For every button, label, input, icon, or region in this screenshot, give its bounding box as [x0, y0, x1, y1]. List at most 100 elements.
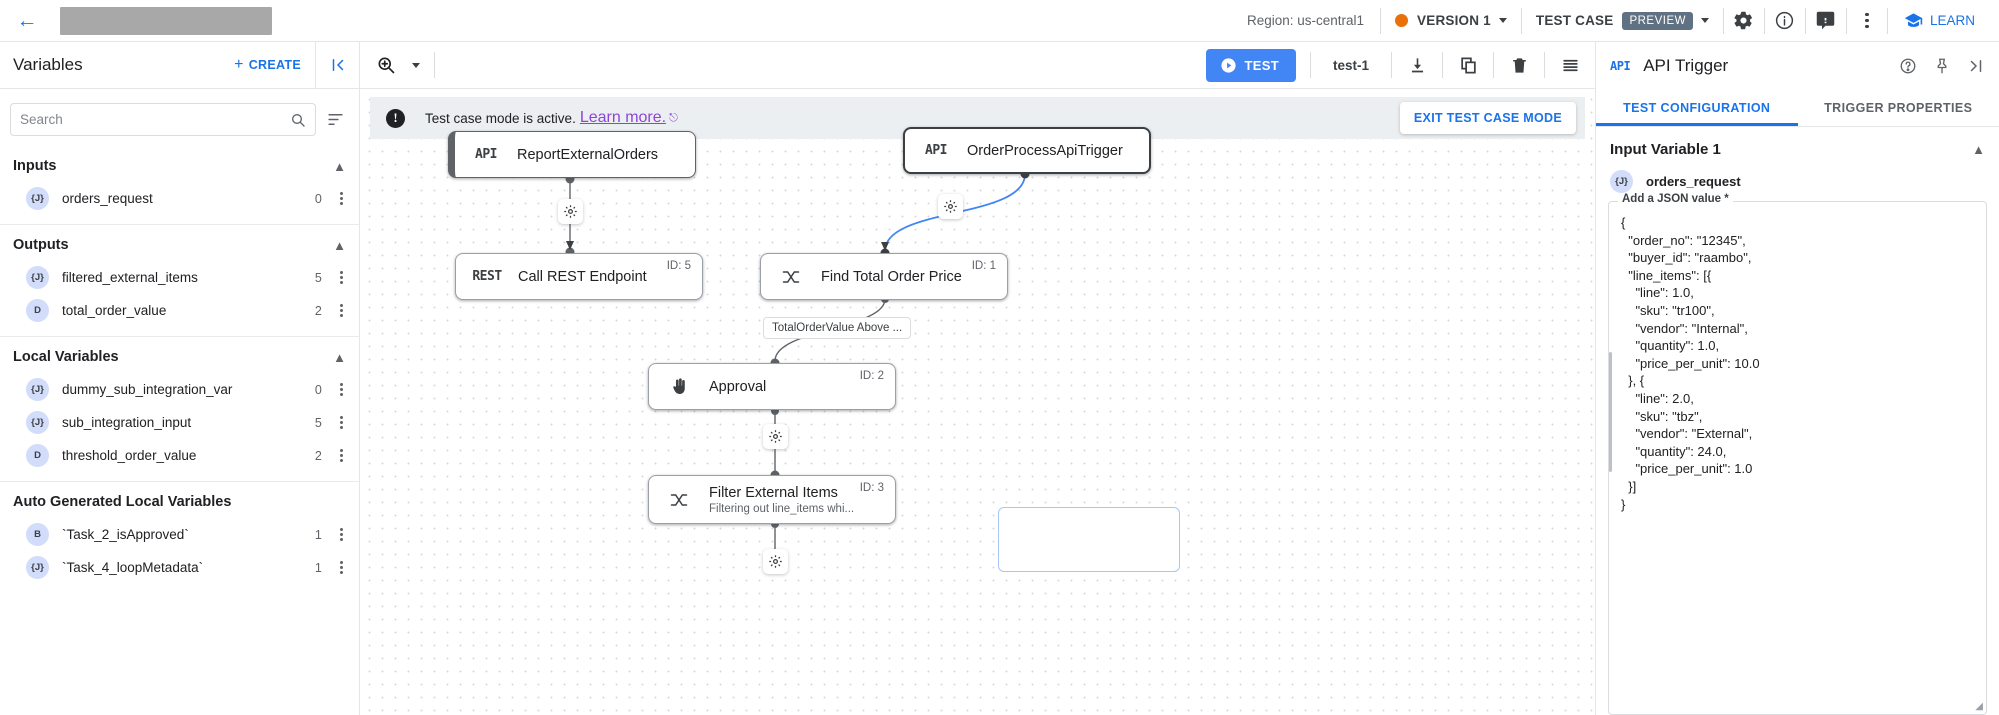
variables-list[interactable]: Inputs ▲ {J} orders_request 0 Outputs — [0, 146, 359, 715]
transform-icon — [649, 490, 709, 510]
test-case-name[interactable]: test-1 — [1332, 57, 1369, 73]
info-button[interactable] — [1765, 0, 1805, 42]
gear-icon — [944, 200, 957, 213]
list-item[interactable]: B `Task_2_isApproved` 1 — [0, 518, 359, 551]
row-menu-icon[interactable] — [334, 301, 349, 321]
workflow-canvas[interactable]: ! Test case mode is active. Learn more. … — [360, 89, 1595, 715]
node-id-label: ID: 5 — [666, 260, 691, 272]
toolbar-divider — [1391, 52, 1392, 78]
input-variable-section-header[interactable]: Input Variable 1 ▲ — [1596, 127, 1999, 164]
variable-name: orders_request — [62, 191, 153, 206]
row-menu-icon[interactable] — [334, 558, 349, 578]
edge-settings-button[interactable] — [938, 194, 963, 219]
zoom-control[interactable] — [376, 55, 434, 75]
test-button[interactable]: TEST — [1205, 48, 1296, 82]
list-item[interactable]: {J} dummy_sub_integration_var 0 — [0, 373, 359, 406]
variable-type-badge: {J} — [26, 187, 49, 210]
learn-label: LEARN — [1929, 13, 1975, 28]
tab-test-configuration[interactable]: TEST CONFIGURATION — [1596, 89, 1798, 126]
back-arrow-icon[interactable]: ← — [16, 9, 38, 32]
node-title: Filter External Items — [709, 484, 838, 501]
settings-button[interactable] — [1724, 0, 1764, 42]
node-title: Find Total Order Price — [821, 268, 962, 285]
sort-filter-button[interactable] — [326, 110, 347, 129]
tab-trigger-properties[interactable]: TRIGGER PROPERTIES — [1824, 100, 1973, 115]
node-title: ReportExternalOrders — [517, 146, 659, 163]
variable-type-badge: {J} — [26, 411, 49, 434]
row-menu-icon[interactable] — [334, 525, 349, 545]
list-item[interactable]: {J} orders_request 0 — [0, 182, 359, 215]
more-options-button[interactable] — [1847, 0, 1887, 42]
logs-button[interactable] — [1545, 42, 1595, 89]
list-item[interactable]: {J} `Task_4_loopMetadata` 1 — [0, 551, 359, 584]
variables-sidebar: Variables + CREATE — [0, 41, 360, 715]
section-header-local-variables[interactable]: Local Variables ▲ — [0, 337, 359, 373]
edge-settings-button[interactable] — [763, 424, 788, 449]
feedback-button[interactable] — [1806, 0, 1846, 42]
help-button[interactable] — [1891, 45, 1925, 87]
header-divider — [1380, 7, 1382, 34]
search-box[interactable] — [10, 103, 316, 136]
search-input[interactable] — [20, 112, 290, 127]
json-editor[interactable]: { "order_no": "12345", "buyer_id": "raam… — [1608, 201, 1987, 715]
edge-condition-label[interactable]: TotalOrderValue Above ... — [763, 317, 912, 339]
row-menu-icon[interactable] — [334, 189, 349, 209]
node-type-label: API — [925, 143, 947, 158]
variable-type-badge: {J} — [26, 266, 49, 289]
node-report-external-orders[interactable]: API ReportExternalOrders — [448, 131, 696, 178]
section-header-inputs[interactable]: Inputs ▲ — [0, 146, 359, 182]
collapse-sidebar-button[interactable] — [315, 41, 359, 89]
list-item[interactable]: {J} filtered_external_items 5 — [0, 261, 359, 294]
node-call-rest-endpoint[interactable]: REST Call REST Endpoint ID: 5 — [455, 253, 703, 300]
list-item[interactable]: D threshold_order_value 2 — [0, 439, 359, 472]
empty-node-placeholder[interactable] — [998, 507, 1180, 572]
json-value[interactable]: { "order_no": "12345", "buyer_id": "raam… — [1621, 215, 1760, 512]
variable-name: sub_integration_input — [62, 415, 192, 430]
details-panel: API API Trigger — [1595, 42, 1999, 715]
learn-more-link[interactable]: Learn more. — [579, 109, 667, 126]
node-title: OrderProcessApiTrigger — [967, 142, 1123, 159]
list-item[interactable]: {J} sub_integration_input 5 — [0, 406, 359, 439]
banner-text: Test case mode is active. — [425, 110, 576, 126]
node-approval[interactable]: Approval ID: 2 — [648, 363, 896, 410]
graduation-cap-icon — [1904, 13, 1923, 27]
row-menu-icon[interactable] — [334, 268, 349, 288]
row-menu-icon[interactable] — [334, 380, 349, 400]
edge-arrow — [566, 241, 574, 250]
pin-icon — [1937, 58, 1947, 73]
node-id-label: ID: 3 — [859, 482, 884, 494]
node-filter-external-items[interactable]: Filter External Items Filtering out line… — [648, 475, 896, 524]
header-divider — [1804, 7, 1806, 34]
section-inputs: Inputs ▲ {J} orders_request 0 — [0, 146, 359, 224]
section-auto-generated-local-variables: Auto Generated Local Variables B `Task_2… — [0, 481, 359, 584]
node-find-total-order-price[interactable]: Find Total Order Price ID: 1 — [760, 253, 1008, 300]
create-variable-button[interactable]: + CREATE — [220, 57, 315, 73]
row-menu-icon[interactable] — [334, 413, 349, 433]
sidebar-header: Variables + CREATE — [0, 41, 359, 89]
json-editor-wrapper: Add a JSON value * { "order_no": "12345"… — [1608, 193, 1987, 715]
duplicate-button[interactable] — [1443, 42, 1493, 89]
version-selector[interactable]: VERSION 1 — [1381, 0, 1521, 42]
node-type-label: REST — [472, 269, 502, 284]
edge-settings-button[interactable] — [763, 549, 788, 574]
variable-name: `Task_4_loopMetadata` — [62, 560, 204, 575]
pin-button[interactable] — [1925, 45, 1959, 87]
json-scrollbar[interactable] — [1609, 352, 1612, 472]
delete-button[interactable] — [1494, 42, 1544, 89]
exit-test-case-mode-button[interactable]: EXIT TEST CASE MODE — [1399, 102, 1576, 134]
learn-button[interactable]: LEARN — [1888, 11, 1985, 30]
row-menu-icon[interactable] — [334, 446, 349, 466]
variable-count: 5 — [314, 270, 322, 285]
collapse-panel-button[interactable] — [1959, 45, 1993, 87]
node-order-process-api-trigger[interactable]: API OrderProcessApiTrigger — [903, 127, 1151, 174]
search-row — [0, 89, 359, 146]
edge-settings-button[interactable] — [558, 199, 583, 224]
download-button[interactable] — [1392, 42, 1442, 89]
list-item[interactable]: D total_order_value 2 — [0, 294, 359, 327]
variable-name: dummy_sub_integration_var — [62, 382, 233, 397]
resize-handle[interactable]: ◢ — [1975, 701, 1983, 712]
test-case-selector[interactable]: TEST CASE PREVIEW — [1522, 0, 1723, 42]
node-body: Approval — [709, 379, 895, 395]
section-header-outputs[interactable]: Outputs ▲ — [0, 225, 359, 261]
section-header-auto-generated[interactable]: Auto Generated Local Variables — [0, 482, 359, 518]
